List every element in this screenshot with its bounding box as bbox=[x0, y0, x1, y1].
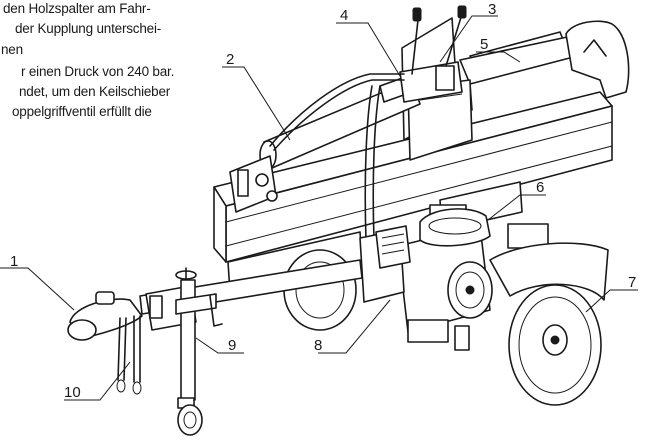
wheel-fender bbox=[489, 242, 609, 301]
callout-6: 6 bbox=[536, 179, 544, 196]
text-line-2: der Kupplung unterschei- bbox=[15, 21, 162, 36]
callout-10: 10 bbox=[64, 384, 81, 401]
callout-labels: 1 2 3 4 5 6 7 8 9 10 bbox=[10, 1, 636, 401]
text-line-4: r einen Druck von 240 bar. bbox=[21, 64, 175, 79]
text-line-5: ndet, um den Keilschieber bbox=[19, 84, 171, 99]
callout-1: 1 bbox=[10, 253, 18, 270]
callout-8: 8 bbox=[314, 337, 322, 354]
callout-3: 3 bbox=[488, 1, 496, 18]
control-valve bbox=[399, 5, 467, 103]
end-stop-plate bbox=[565, 20, 630, 99]
callout-9: 9 bbox=[228, 337, 236, 354]
tow-coupling bbox=[67, 291, 143, 341]
text-line-3: nen bbox=[1, 42, 23, 57]
text-line-1: den Holzspalter am Fahr- bbox=[3, 1, 151, 16]
callout-7: 7 bbox=[628, 274, 636, 291]
text-line-6: oppelgriffventil erfüllt die bbox=[12, 104, 152, 119]
callout-2: 2 bbox=[226, 51, 234, 68]
callout-4: 4 bbox=[340, 7, 348, 24]
jack-stand bbox=[175, 267, 223, 436]
wheel-right bbox=[508, 284, 602, 406]
callout-leaders bbox=[0, 15, 638, 401]
petrol-engine bbox=[359, 208, 493, 351]
callout-5: 5 bbox=[480, 36, 488, 53]
